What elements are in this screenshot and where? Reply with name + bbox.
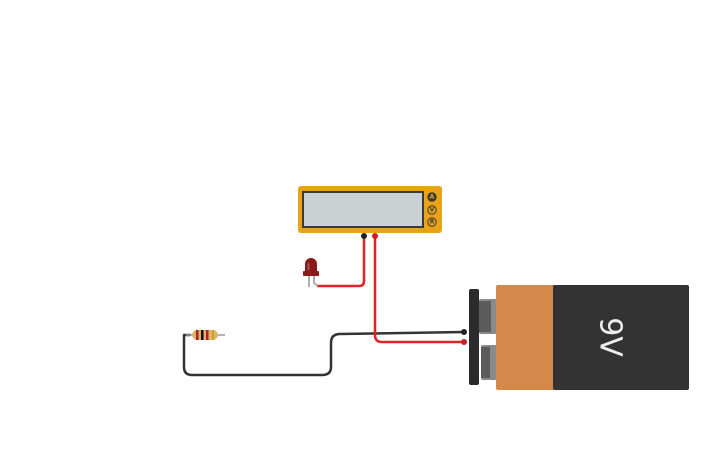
resistor-band-4 (212, 330, 214, 340)
mode-button-v[interactable]: V (427, 205, 437, 215)
mode-button-a[interactable]: A (427, 192, 437, 202)
battery-label: 9V (593, 317, 628, 357)
multimeter[interactable]: A V R (298, 186, 442, 239)
wire-negative[interactable] (182, 330, 466, 377)
led-dome (305, 258, 317, 272)
mode-letter-r: R (430, 219, 435, 226)
resistor-body (192, 330, 218, 340)
battery-body (553, 285, 689, 390)
battery-contact-positive[interactable] (461, 339, 467, 345)
battery-cap (496, 285, 556, 390)
mode-button-r[interactable]: R (427, 217, 437, 227)
led-lead-right (313, 276, 319, 287)
led-highlight (307, 263, 310, 270)
battery-9v[interactable]: 9V (461, 285, 689, 390)
multimeter-positive-terminal[interactable] (372, 233, 378, 239)
resistor-band-1 (196, 330, 199, 340)
battery-contact-negative[interactable] (461, 329, 467, 335)
led[interactable] (303, 258, 319, 287)
led-base (303, 271, 319, 276)
wire-positive-led[interactable] (316, 235, 366, 288)
mode-letter-v: V (430, 207, 435, 214)
multimeter-com-terminal[interactable] (361, 233, 367, 239)
resistor[interactable] (186, 330, 225, 340)
multimeter-display (302, 191, 424, 228)
mode-letter-a: A (430, 194, 435, 201)
resistor-band-2 (201, 330, 204, 340)
wire-positive-battery[interactable] (373, 235, 466, 344)
battery-connector-clip[interactable] (469, 289, 479, 385)
resistor-band-3 (206, 330, 209, 340)
